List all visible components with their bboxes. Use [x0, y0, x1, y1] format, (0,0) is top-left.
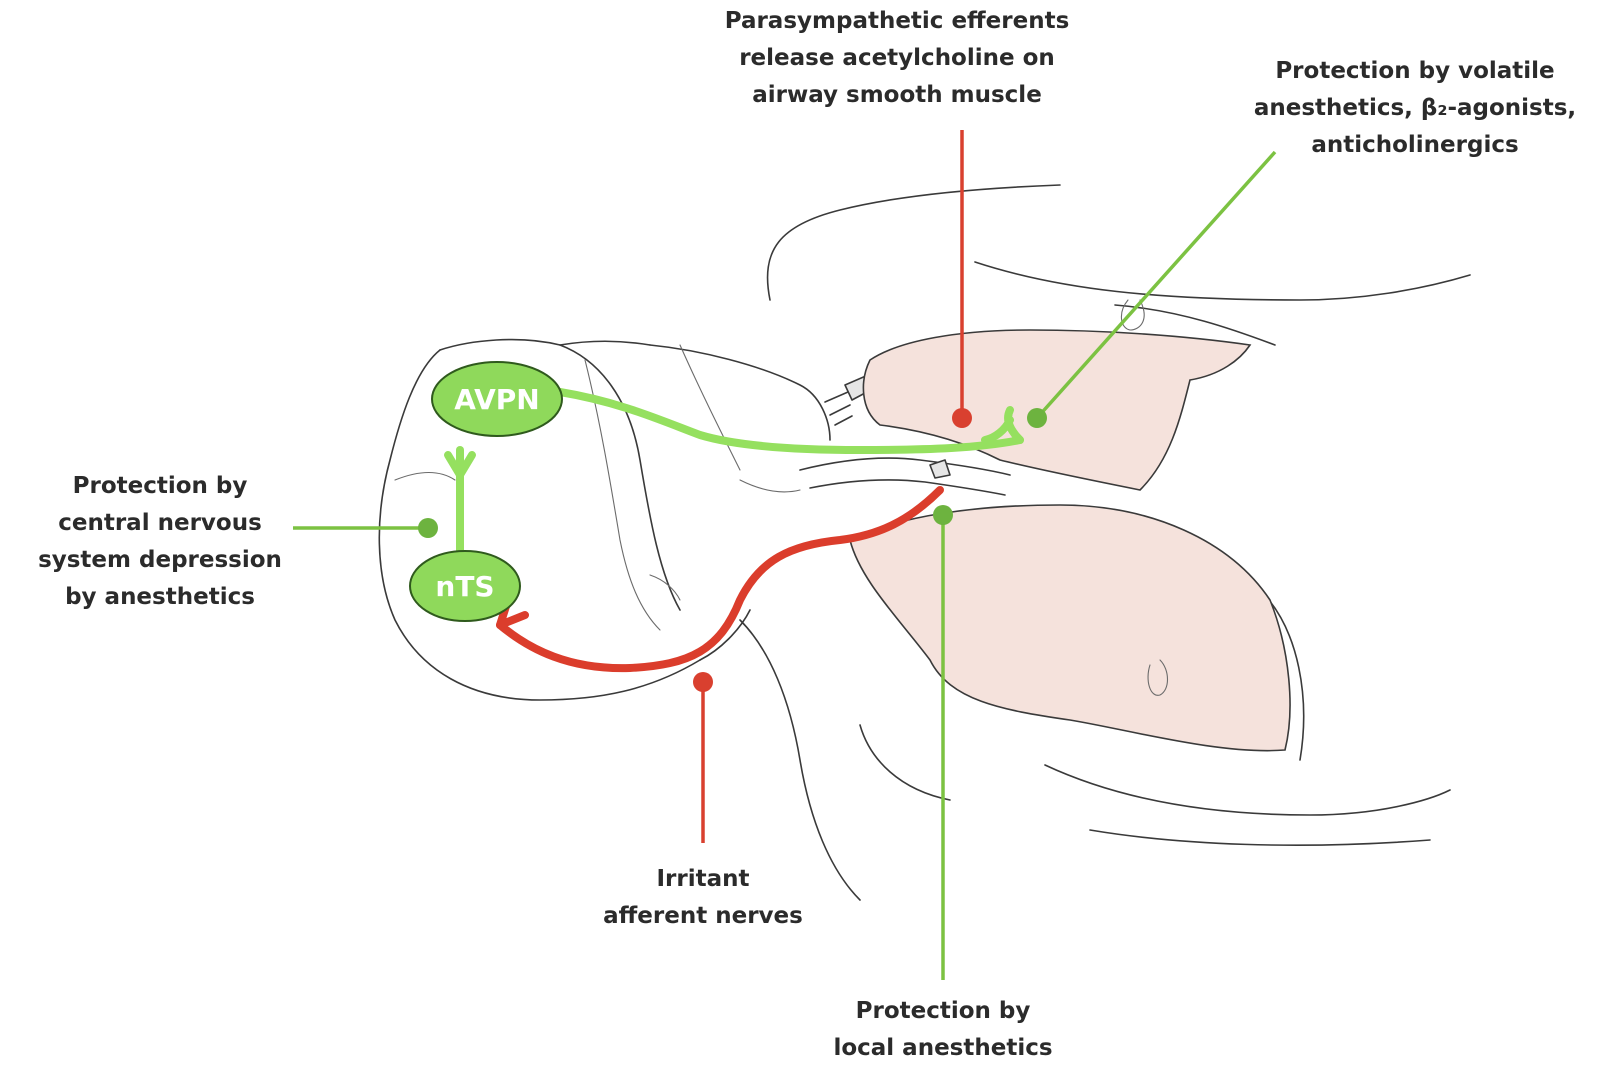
irritant-dot: [693, 672, 713, 692]
irritant-afferent-label: Irritant afferent nerves: [603, 866, 803, 929]
volatile-leader: [1035, 150, 1277, 420]
parasympathetic-label: Parasympathetic efferents release acetyl…: [724, 8, 1070, 108]
cns-depression-label: Protection by central nervous system dep…: [38, 473, 282, 610]
efferent-fork: [981, 406, 1024, 444]
cns-dot: [418, 518, 438, 538]
avpn-node: AVPN: [431, 361, 563, 437]
local-anesthetics-label: Protection by local anesthetics: [833, 998, 1053, 1061]
connection-fork: [444, 451, 476, 479]
upper-lung-lobe: [862, 329, 1252, 491]
nts-node: nTS: [409, 550, 521, 622]
lower-lung-lobe: [849, 504, 1291, 752]
irritant-afferent-nerve: [496, 486, 944, 673]
parasympathetic-dot: [952, 408, 972, 428]
avpn-to-airway-efferent: [556, 388, 1024, 454]
avpn-label: AVPN: [454, 383, 539, 416]
nts-label: nTS: [435, 570, 494, 603]
efferent-pathway: [444, 388, 1024, 559]
head-sketch: [378, 338, 831, 701]
callout-leaders: [293, 130, 1277, 980]
volatile-anesthetics-label: Protection by volatile anesthetics, β₂-a…: [1253, 58, 1577, 158]
volatile-dot: [1027, 408, 1047, 428]
lungs: [849, 299, 1291, 752]
local-anesthetic-dot: [933, 505, 953, 525]
